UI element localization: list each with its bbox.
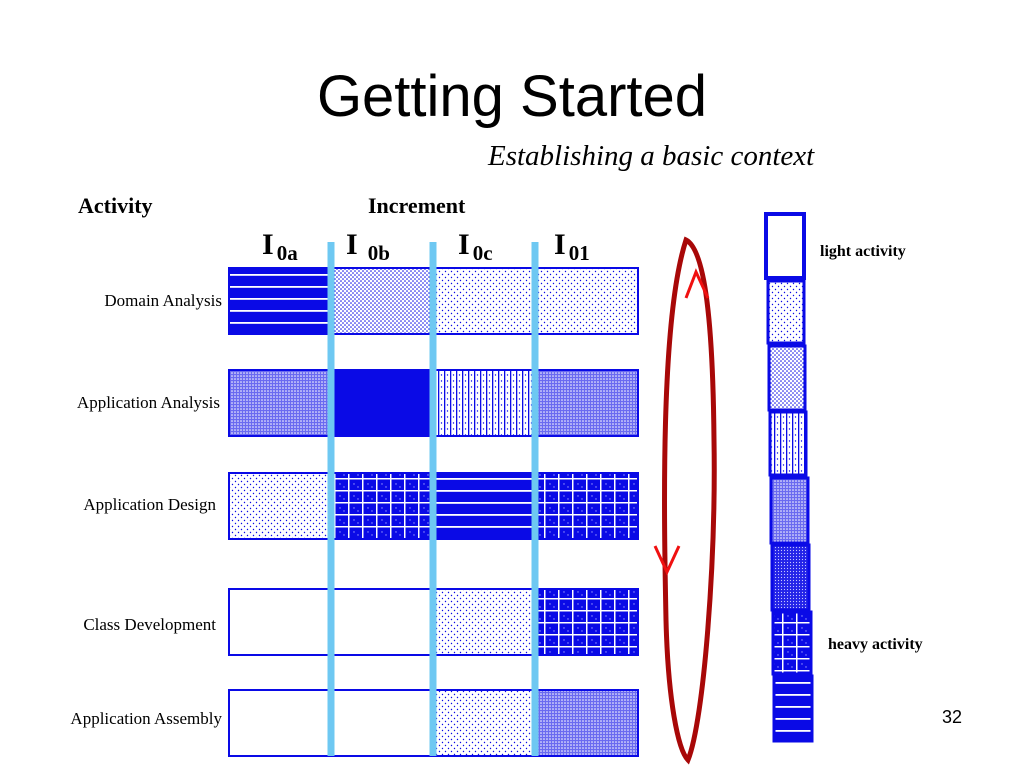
row-label-application-design: Application Design — [83, 495, 216, 514]
page-number: 32 — [941, 707, 962, 727]
row-label-application-assembly: Application Assembly — [70, 709, 222, 728]
slide-subtitle: Establishing a basic context — [488, 140, 815, 172]
increment-header: Increment — [368, 193, 466, 218]
activity-cell — [535, 589, 638, 655]
legend-swatch — [767, 344, 807, 412]
activity-cell — [433, 589, 535, 655]
activity-cell — [331, 268, 433, 334]
legend-heavy-label: heavy activity — [828, 636, 923, 653]
activity-cell — [229, 268, 331, 334]
iteration-loop — [662, 236, 717, 765]
legend-swatch — [764, 212, 806, 280]
activity-cell — [535, 690, 638, 756]
activity-cell — [433, 370, 535, 436]
activity-cell — [229, 473, 331, 539]
legend-swatch — [771, 610, 813, 676]
legend-light-label: light activity — [820, 243, 906, 260]
legend-swatch — [766, 279, 806, 345]
activity-cell — [229, 370, 331, 436]
activity-cell — [331, 370, 433, 436]
activity-cell — [331, 589, 433, 655]
legend-swatch — [768, 410, 808, 477]
activity-cell — [433, 473, 535, 539]
loop-arrow-up-icon — [684, 268, 710, 299]
activity-cell — [535, 268, 638, 334]
slide-title: Getting Started — [316, 64, 708, 129]
row-label-application-analysis: Application Analysis — [76, 393, 220, 412]
activity-cell — [331, 690, 433, 756]
activity-cell — [229, 690, 331, 756]
activity-header: Activity — [78, 193, 153, 218]
activity-cell — [229, 589, 331, 655]
row-label-class-development: Class Development — [83, 615, 216, 634]
activity-cell — [535, 473, 638, 539]
legend-swatch — [772, 674, 814, 743]
activity-cell — [433, 690, 535, 756]
activity-cell — [433, 268, 535, 334]
activity-cell — [535, 370, 638, 436]
activity-cell — [331, 473, 433, 539]
legend-swatch — [770, 543, 811, 612]
legend-swatch — [769, 476, 810, 545]
loop-arrow-down-icon — [653, 545, 681, 576]
row-label-domain-analysis: Domain Analysis — [104, 291, 222, 310]
